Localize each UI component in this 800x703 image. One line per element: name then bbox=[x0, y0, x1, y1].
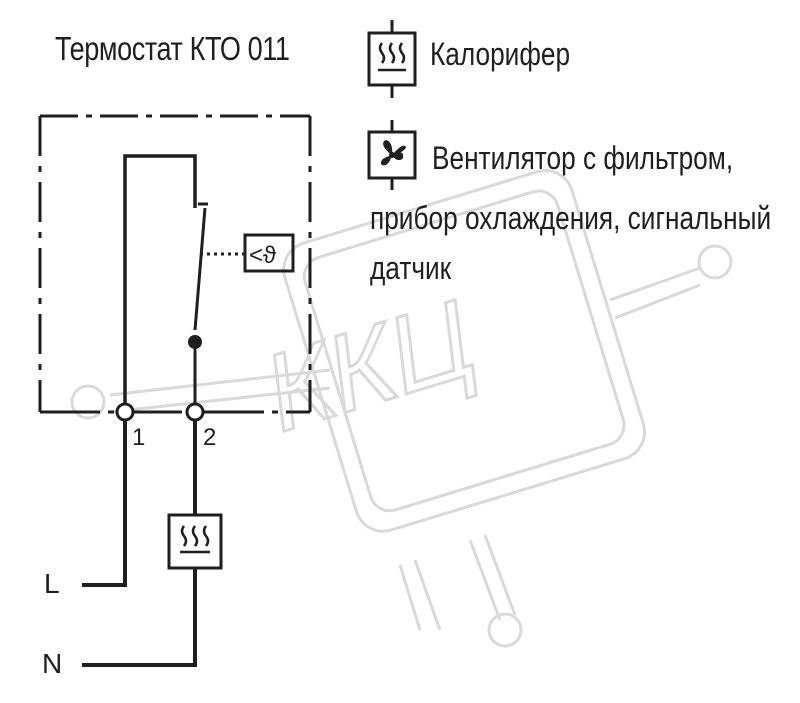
temperature-sensor-box bbox=[243, 233, 295, 273]
legend-heater-icon bbox=[367, 20, 417, 98]
terminal-1 bbox=[115, 402, 135, 422]
fan-legend-label-line2: прибор охлаждения, сигнальный bbox=[370, 200, 772, 236]
fan-legend-label-line1: Вентилятор с фильтром, bbox=[432, 140, 734, 176]
switch-blade bbox=[193, 207, 207, 331]
fan-legend-label-line3: датчик bbox=[370, 250, 452, 286]
terminal-2 bbox=[185, 402, 205, 422]
temperature-sensor-symbol: <ϑ bbox=[249, 242, 276, 269]
heater-legend-label: Калорифер bbox=[430, 36, 571, 72]
thermostat-housing bbox=[38, 114, 312, 414]
line-n-label: N bbox=[42, 648, 63, 679]
switch-pivot-dot bbox=[188, 335, 202, 349]
wire-terminal-1-internal bbox=[123, 154, 197, 412]
legend-fan-icon bbox=[367, 120, 417, 190]
terminal-1-label: 1 bbox=[132, 424, 146, 451]
diagram-title: Термостат КТО 011 bbox=[55, 30, 290, 67]
heater-icon bbox=[167, 513, 223, 570]
terminal-2-label: 2 bbox=[203, 424, 217, 451]
line-l-label: L bbox=[44, 568, 60, 599]
wire-l-to-terminal-1 bbox=[82, 412, 127, 587]
watermark-frame bbox=[70, 169, 733, 648]
wire-heater-to-n bbox=[82, 568, 197, 667]
